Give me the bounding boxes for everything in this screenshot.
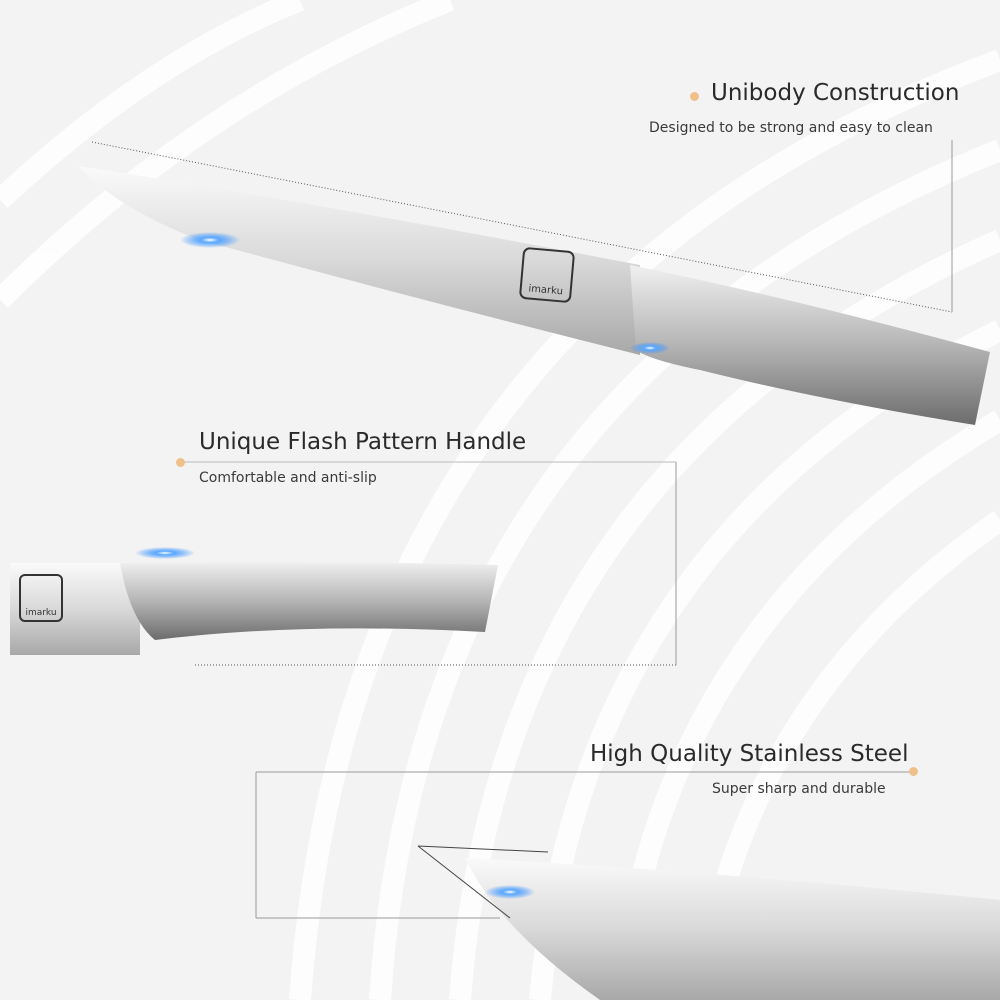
feature-unibody: Unibody Construction: [690, 80, 959, 106]
feature-handle: Unique Flash Pattern Handle: [176, 429, 527, 467]
knife-tip: [465, 858, 1000, 1000]
svg-text:imarku: imarku: [25, 608, 56, 618]
feature-subtitle: Comfortable and anti-slip: [199, 470, 377, 486]
feature-title: Unique Flash Pattern Handle: [199, 429, 527, 455]
brand-logo: imarku: [528, 283, 563, 297]
knife-full: imarku: [78, 166, 990, 425]
bullet-dot-icon: [909, 767, 918, 776]
feature-subtitle: Designed to be strong and easy to clean: [649, 120, 933, 136]
feature-title: Unibody Construction: [711, 80, 960, 106]
bullet-dot-icon: [176, 458, 185, 467]
feature-title: High Quality Stainless Steel: [590, 741, 909, 767]
bullet-dot-icon: [690, 92, 699, 101]
feature-subtitle: Super sharp and durable: [712, 781, 886, 797]
knife-handle-closeup: imarku: [10, 547, 498, 655]
